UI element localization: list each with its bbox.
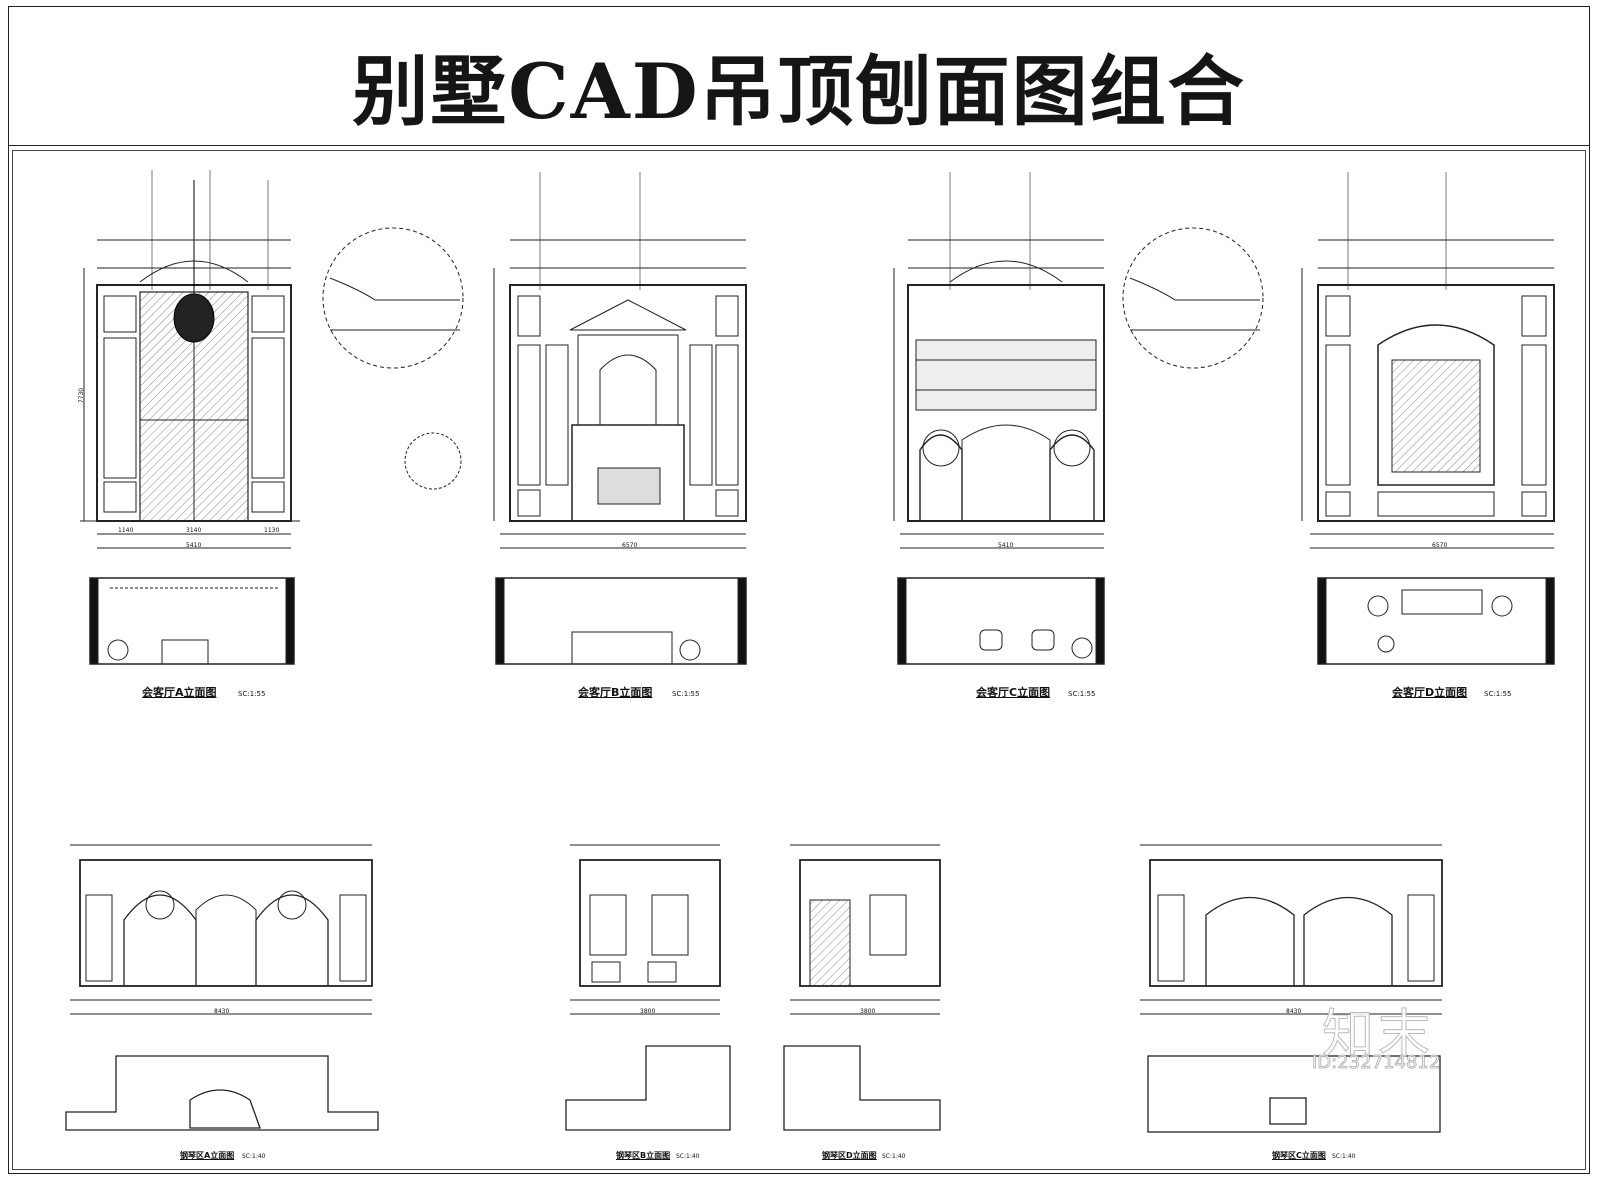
drawing-frame — [8, 6, 1590, 1174]
caption-a: 会客厅A立面图 — [142, 686, 217, 699]
title-band: 别墅CAD吊顶刨面图组合 — [8, 6, 1590, 146]
drawing-area — [12, 150, 1586, 1170]
elevation-b-detail-callout — [404, 432, 462, 490]
page-title: 别墅CAD吊顶刨面图组合 — [352, 47, 1246, 136]
elevation-d-outline — [1317, 284, 1555, 522]
dim-height-a: 7730 — [78, 387, 86, 404]
elevation-a-detail-callout — [322, 227, 464, 369]
elevation-c — [893, 172, 1264, 549]
elevation-d — [1301, 172, 1555, 549]
dim-piano-c-total: 8430 — [1286, 1008, 1302, 1015]
dim-c-total: 5410 — [998, 542, 1014, 549]
dim-piano-a-total: 8430 — [214, 1008, 230, 1015]
elevation-b-pediment — [569, 299, 687, 331]
dim-piano-b-total: 3800 — [640, 1008, 656, 1015]
piano-elevation-a — [70, 844, 373, 1015]
elevation-c-outline — [907, 284, 1105, 522]
elevation-b-fireplace — [571, 424, 685, 522]
caption-piano-b: 钢琴区B立面图 — [616, 1151, 671, 1160]
piano-plan-d — [783, 1045, 941, 1131]
elevation-a — [80, 170, 464, 549]
caption-piano-d: 钢琴区D立面图 — [822, 1151, 877, 1160]
elevation-d-painting — [1377, 324, 1495, 486]
piano-plan-a — [65, 1055, 379, 1131]
watermark-id: ID:232714812 — [1312, 1052, 1441, 1074]
piano-elevation-b — [570, 844, 721, 1015]
plan-a — [89, 577, 295, 665]
scale-d: SC:1:55 — [1484, 690, 1512, 698]
piano-elevation-d — [790, 844, 941, 1015]
scale-a: SC:1:55 — [238, 690, 266, 698]
dim-piano-d-total: 3800 — [860, 1008, 876, 1015]
plan-c — [897, 577, 1105, 665]
scale-piano-b: SC:1:40 — [676, 1153, 700, 1160]
piano-elevation-c — [1140, 844, 1443, 1015]
caption-b: 会客厅B立面图 — [578, 686, 653, 699]
caption-c: 会客厅C立面图 — [976, 686, 1051, 699]
scale-piano-d: SC:1:40 — [882, 1153, 906, 1160]
dim-b-total: 6570 — [622, 542, 638, 549]
caption-piano-c: 钢琴区C立面图 — [1272, 1151, 1326, 1160]
watermark-brand: 知末 — [1321, 1005, 1435, 1066]
dim-a-total: 5410 — [186, 542, 202, 549]
scale-c: SC:1:55 — [1068, 690, 1096, 698]
dim-d-total: 6570 — [1432, 542, 1448, 549]
dim-a-seg1: 1140 — [118, 527, 134, 534]
dim-a-seg3: 1130 — [264, 527, 280, 534]
piano-plan-b — [565, 1045, 731, 1131]
elevation-b — [404, 172, 747, 549]
scale-piano-c: SC:1:40 — [1332, 1153, 1356, 1160]
caption-piano-a: 钢琴区A立面图 — [180, 1151, 235, 1160]
caption-d: 会客厅D立面图 — [1392, 686, 1468, 699]
chandelier-icon — [173, 180, 215, 343]
scale-piano-a: SC:1:40 — [242, 1153, 266, 1160]
plan-d — [1317, 577, 1555, 665]
dim-a-seg2: 3140 — [186, 527, 202, 534]
piano-plan-c — [1147, 1055, 1441, 1133]
plan-b — [495, 577, 747, 665]
elevation-c-detail-callout — [1122, 227, 1264, 369]
scale-b: SC:1:55 — [672, 690, 700, 698]
